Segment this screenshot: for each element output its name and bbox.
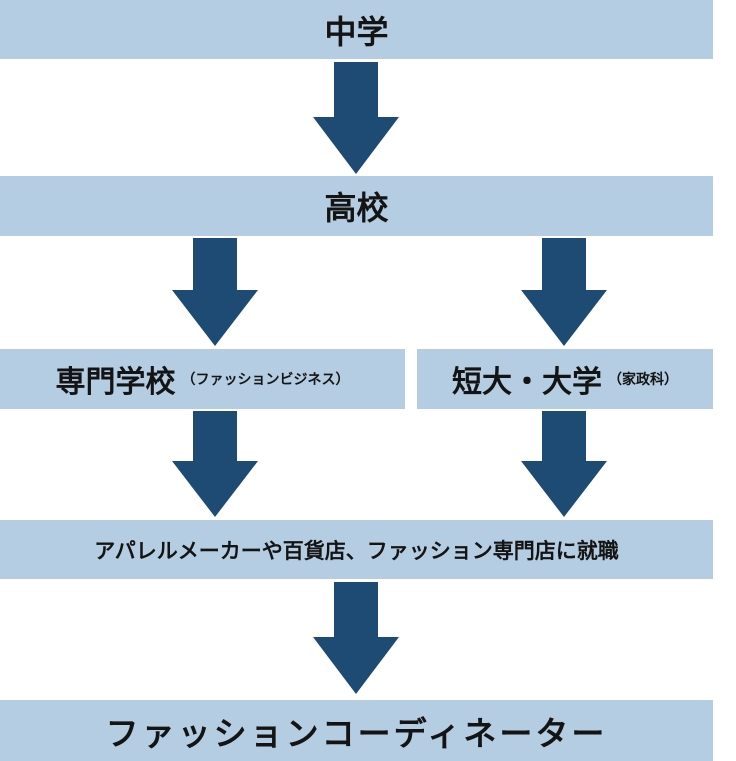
- node-college: 短大・大学 （家政科）: [417, 349, 713, 409]
- node-college-label: 短大・大学: [452, 365, 602, 400]
- node-career: ファッションコーディネーター: [0, 700, 713, 761]
- node-high-school: 高校: [0, 176, 713, 236]
- arrow-down-icon: [521, 238, 607, 346]
- node-middle-school: 中学: [0, 0, 713, 59]
- arrow-down-icon: [521, 411, 607, 517]
- node-employment-label: アパレルメーカーや百貨店、ファッション専門店に就職: [94, 538, 619, 563]
- arrow-down-icon: [313, 582, 399, 694]
- node-employment: アパレルメーカーや百貨店、ファッション専門店に就職: [0, 520, 713, 579]
- node-vocational-school: 専門学校 （ファッションビジネス）: [0, 349, 405, 409]
- node-high-school-label: 高校: [324, 189, 389, 227]
- arrow-down-icon: [172, 411, 258, 517]
- node-middle-school-label: 中学: [324, 12, 389, 51]
- node-college-note: （家政科）: [608, 372, 678, 388]
- node-vocational-school-note: （ファッションビジネス）: [181, 372, 350, 388]
- node-vocational-school-label: 専門学校: [55, 365, 176, 400]
- arrow-down-icon: [313, 62, 399, 174]
- node-career-label: ファッションコーディネーター: [105, 713, 608, 753]
- arrow-down-icon: [172, 238, 258, 346]
